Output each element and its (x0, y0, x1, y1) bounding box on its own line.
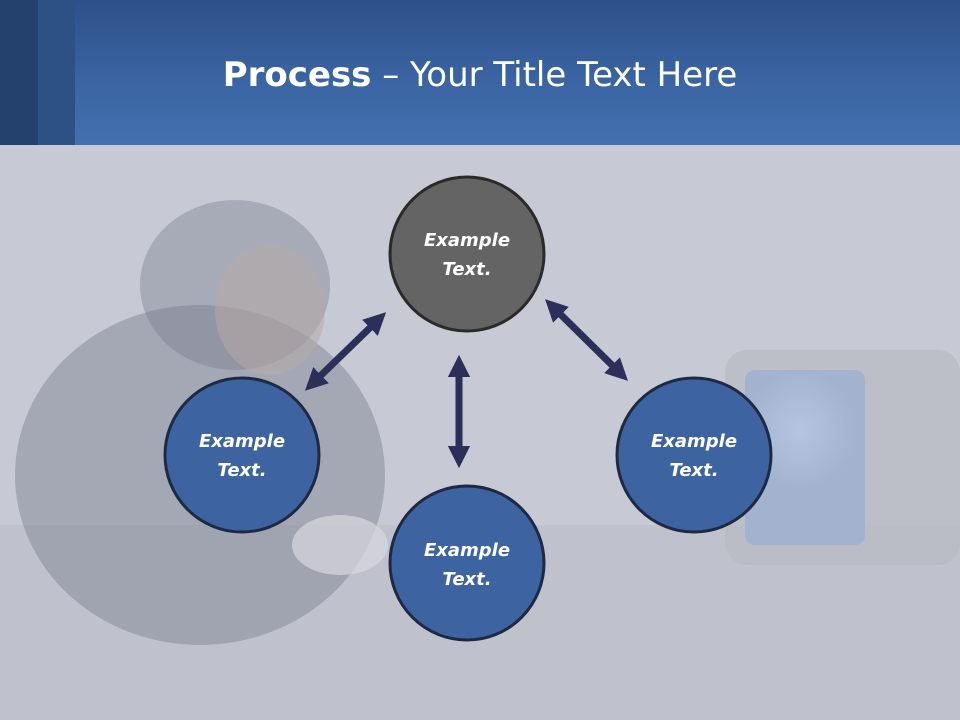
node-left-line2: Text. (217, 460, 266, 481)
arrow-top-left (304, 312, 387, 391)
header-accent-strip (0, 0, 38, 145)
node-right-line2: Text. (669, 460, 718, 481)
node-bottom-line1: Example (424, 540, 510, 561)
title-rest: – Your Title Text Here (371, 55, 738, 95)
node-bottom: Example Text. (388, 484, 546, 642)
node-top-line2: Text. (442, 259, 491, 280)
title-bold: Process (222, 55, 372, 95)
header-accent-strip (38, 0, 75, 145)
node-top-line1: Example (424, 230, 510, 251)
node-right: Example Text. (615, 376, 773, 534)
node-bottom-line2: Text. (442, 569, 491, 590)
node-top: Example Text. (388, 175, 546, 333)
node-left: Example Text. (163, 376, 321, 534)
slide-title: Process – Your Title Text Here (0, 52, 960, 98)
node-right-line1: Example (651, 431, 737, 452)
arrow-top-right (545, 299, 628, 381)
node-left-line1: Example (199, 431, 285, 452)
header-band: Process – Your Title Text Here (0, 0, 960, 145)
